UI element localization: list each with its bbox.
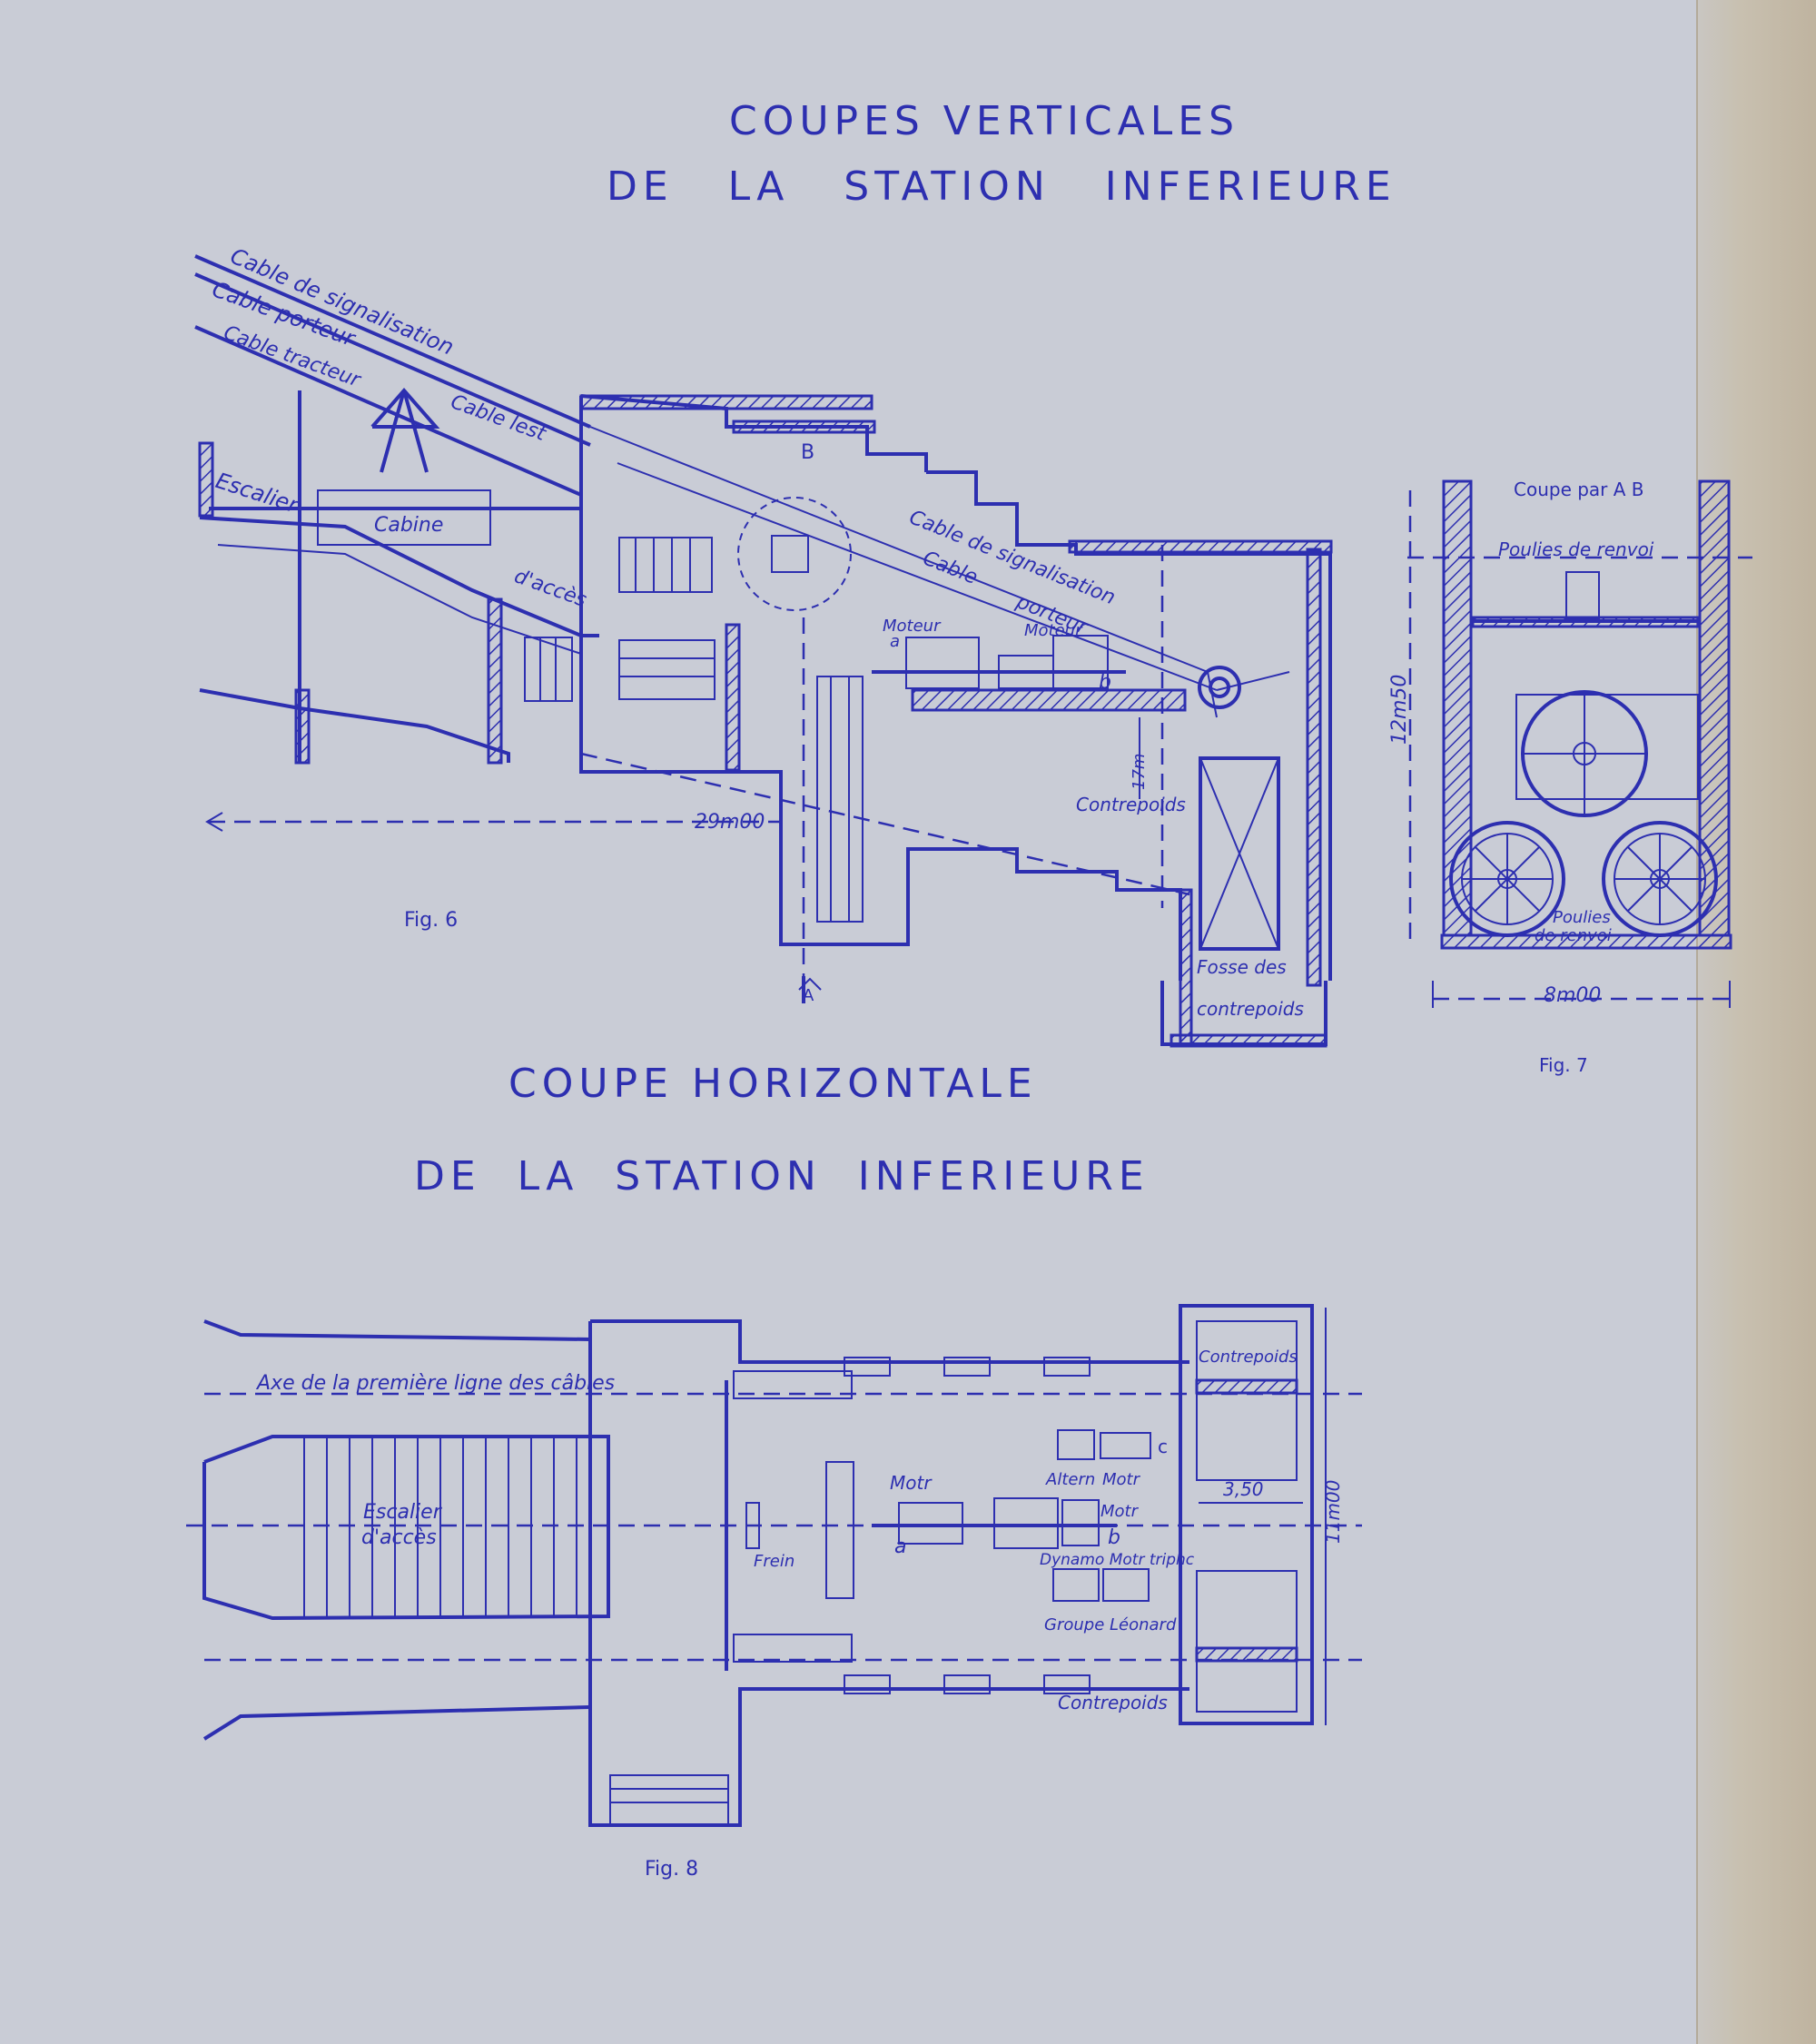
- label-frein: Frein: [754, 1552, 794, 1571]
- label-acces: d'accès: [511, 565, 589, 612]
- fig7-section: [1407, 479, 1752, 1008]
- label-mark-a: a: [894, 1535, 906, 1558]
- label-section-a: A: [803, 986, 814, 1005]
- label-dimension-29: 29m00: [695, 811, 765, 834]
- label-mark-c: c: [1158, 1436, 1168, 1457]
- title-horizontal-line2: DE LA STATION INFERIEURE: [414, 1153, 1150, 1200]
- label-mot-c: Motr: [1102, 1470, 1141, 1489]
- label-escalier-1: Escalier: [363, 1501, 443, 1524]
- label-mark-a: a: [890, 632, 900, 651]
- label-groupe: Groupe Léonard: [1044, 1615, 1177, 1634]
- label-moteur-b: Moteur: [1024, 621, 1083, 640]
- label-cabine: Cabine: [374, 514, 443, 537]
- label-fosse-1: Fosse des: [1197, 956, 1287, 978]
- aged-paper-edge: [1696, 0, 1816, 2044]
- label-mot-a: Motr: [890, 1472, 933, 1494]
- label-mark-b: b: [1108, 1526, 1120, 1549]
- fig7-caption: Fig. 7: [1539, 1054, 1588, 1076]
- label-altern: Altern: [1045, 1470, 1095, 1489]
- label-contrepoids-top: Contrepoids: [1199, 1348, 1298, 1367]
- label-fosse-2: contrepoids: [1197, 998, 1304, 1020]
- title-vertical-line2: DE LA STATION INFERIEURE: [607, 163, 1397, 210]
- fig8-section: [186, 1304, 1362, 1827]
- fig6-section: [194, 254, 1333, 1048]
- title-vertical-line1: COUPES VERTICALES: [729, 98, 1240, 144]
- title-horizontal-line1: COUPE HORIZONTALE: [508, 1061, 1038, 1107]
- fig7-labels: Coupe par A B Poulies de renvoi Poulies …: [1388, 479, 1654, 1076]
- label-contrepoids-bottom: Contrepoids: [1058, 1692, 1168, 1713]
- label-escalier: Escalier: [212, 468, 303, 518]
- fig8-labels: Axe de la première ligne des câbles Esca…: [255, 1348, 1344, 1881]
- label-moteur-a: Moteur: [883, 617, 942, 636]
- label-dynamo: Dynamo Motr triphc: [1040, 1551, 1195, 1569]
- fig8-caption: Fig. 8: [645, 1858, 698, 1881]
- label-coupe-ab: Coupe par A B: [1514, 479, 1644, 500]
- label-poulies-bottom-2: de renvoi: [1535, 926, 1612, 945]
- label-point-b: B: [801, 441, 814, 464]
- label-axe: Axe de la première ligne des câbles: [255, 1372, 615, 1395]
- fig6-labels: Cable de signalisation Cable porteur Cab…: [209, 243, 1304, 1020]
- fig6-caption: Fig. 6: [404, 909, 458, 932]
- label-depth: 17m: [1130, 754, 1149, 790]
- label-poulies-bottom-1: Poulies: [1553, 908, 1611, 927]
- label-mark-b: b: [1099, 671, 1111, 694]
- label-height-12: 12m50: [1388, 675, 1411, 745]
- label-poulies-top: Poulies de renvoi: [1498, 538, 1654, 560]
- label-dim-height: 11m00: [1322, 1480, 1344, 1544]
- label-mot-b: Motr: [1100, 1502, 1140, 1521]
- label-dim-width: 3,50: [1223, 1478, 1264, 1500]
- label-contrepoids: Contrepoids: [1076, 794, 1186, 815]
- label-cable-lest: Cable lest: [448, 390, 549, 446]
- label-escalier-2: d'accès: [361, 1526, 437, 1549]
- label-width-8: 8m00: [1544, 984, 1601, 1007]
